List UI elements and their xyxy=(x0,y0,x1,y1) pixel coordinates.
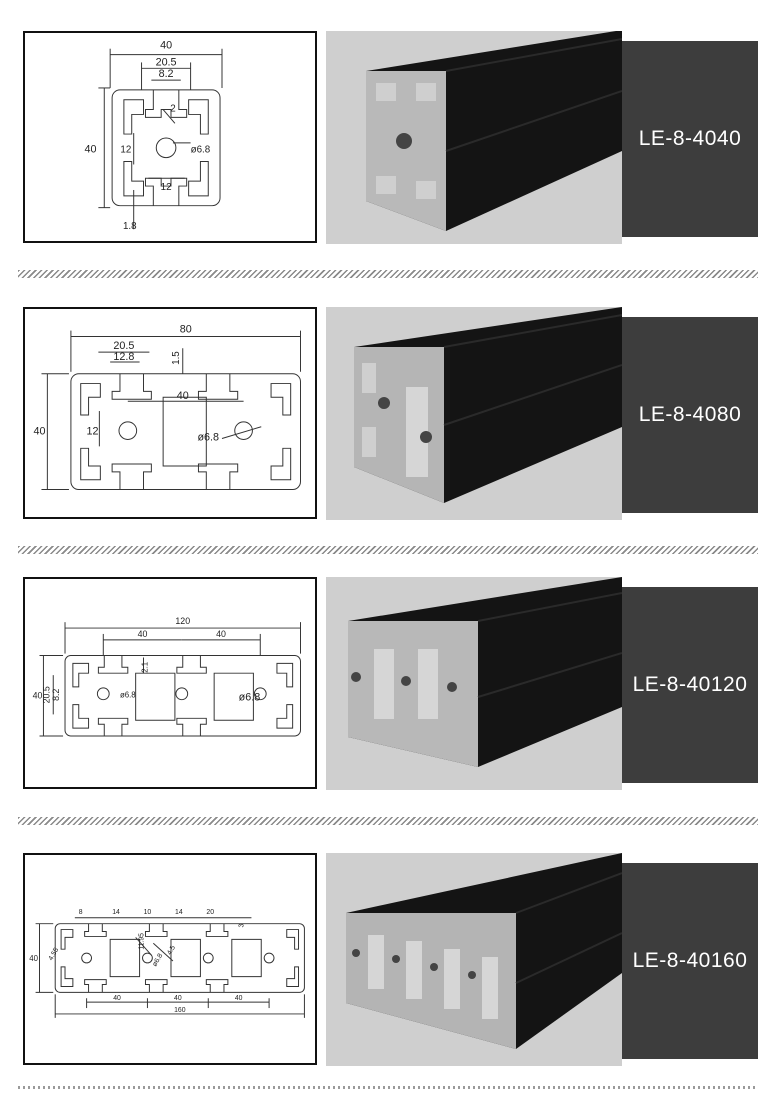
model-label-panel: LE-8-40160 xyxy=(622,863,758,1059)
dim-mid-c: ø6.8 xyxy=(151,952,164,968)
dim-depth: 3 xyxy=(239,924,246,928)
dim-slot-outer: 20.5 xyxy=(41,686,51,703)
dim-depth: 2.1 xyxy=(140,662,149,673)
dim-top-b: 14 xyxy=(112,909,120,916)
product-row-4040: 40 20.5 8.2 40 12 12 ø6.8 1.8 2 LE-8-404… xyxy=(0,31,773,247)
dim-slot-outer: 20.5 xyxy=(156,56,177,68)
dim-hole: ø6.8 xyxy=(191,145,211,156)
technical-drawing: 40 20.5 8.2 40 12 12 ø6.8 1.8 2 xyxy=(23,31,317,243)
model-label: LE-8-40120 xyxy=(632,673,748,696)
technical-drawing: 8 14 10 14 20 3 40 4.55 11.95 4.5 ø6.8 4… xyxy=(23,853,317,1065)
model-label: LE-8-4040 xyxy=(638,127,742,150)
product-row-4080: 80 20.5 12.8 1.5 40 40 12 ø6.8 LE-8-4080 xyxy=(0,307,773,523)
hatched-divider xyxy=(18,817,758,825)
dim-height: 40 xyxy=(34,426,46,438)
hatched-divider xyxy=(18,546,758,554)
model-label-panel: LE-8-4040 xyxy=(622,41,758,237)
product-row-40120: 120 40 40 40 20.5 8.2 2.1 ø6.8 ø6.8 LE-8… xyxy=(0,577,773,793)
dim-lip: 2 xyxy=(170,103,175,114)
dim-top-d: 14 xyxy=(175,909,183,916)
dim-side: 4.55 xyxy=(48,947,61,962)
dim-top-c: 10 xyxy=(144,909,152,916)
dim-slot-inner: 8.2 xyxy=(51,689,61,701)
dim-mid-b: 4.5 xyxy=(166,944,177,956)
dim-center-b: 12 xyxy=(161,182,172,193)
dim-top-a: 8 xyxy=(79,909,83,916)
dim-wall: 1.8 xyxy=(123,221,137,232)
dim-center-a: 12 xyxy=(120,145,131,156)
dim-slot-outer: 20.5 xyxy=(113,340,134,352)
dim-width: 80 xyxy=(180,324,192,336)
dim-hole: ø6.8 xyxy=(239,692,261,704)
dim-center: 12 xyxy=(86,426,98,438)
dim-wall: 1.5 xyxy=(171,351,182,365)
dim-pitch-b: 40 xyxy=(174,995,182,1002)
dim-width: 160 xyxy=(174,1007,186,1014)
dim-hole-small: ø6.8 xyxy=(120,691,136,700)
dim-height: 40 xyxy=(85,144,97,156)
product-photo xyxy=(326,577,622,790)
dim-pitch: 40 xyxy=(177,390,189,402)
dim-height: 40 xyxy=(29,954,38,963)
dim-pitch-b: 40 xyxy=(216,629,226,639)
technical-drawing: 120 40 40 40 20.5 8.2 2.1 ø6.8 ø6.8 xyxy=(23,577,317,789)
dim-height: 40 xyxy=(33,691,43,701)
dim-slot-inner: 8.2 xyxy=(159,68,174,80)
model-label: LE-8-40160 xyxy=(632,949,748,972)
dim-mid-a: 11.95 xyxy=(139,933,146,950)
dotted-divider xyxy=(18,1086,758,1089)
dim-width: 40 xyxy=(160,40,172,52)
model-label: LE-8-4080 xyxy=(638,403,742,426)
dim-width: 120 xyxy=(175,616,190,626)
dim-pitch-a: 40 xyxy=(113,995,121,1002)
product-photo xyxy=(326,307,622,520)
dim-pitch-c: 40 xyxy=(235,995,243,1002)
dim-pitch-a: 40 xyxy=(138,629,148,639)
product-photo xyxy=(326,853,622,1066)
model-label-panel: LE-8-4080 xyxy=(622,317,758,513)
technical-drawing: 80 20.5 12.8 1.5 40 40 12 ø6.8 xyxy=(23,307,317,519)
product-photo xyxy=(326,31,622,244)
dim-hole: ø6.8 xyxy=(197,431,219,443)
dim-slot-inner: 12.8 xyxy=(113,351,134,363)
model-label-panel: LE-8-40120 xyxy=(622,587,758,783)
product-row-40160: 8 14 10 14 20 3 40 4.55 11.95 4.5 ø6.8 4… xyxy=(0,853,773,1069)
dim-top-e: 20 xyxy=(206,909,214,916)
hatched-divider xyxy=(18,270,758,278)
